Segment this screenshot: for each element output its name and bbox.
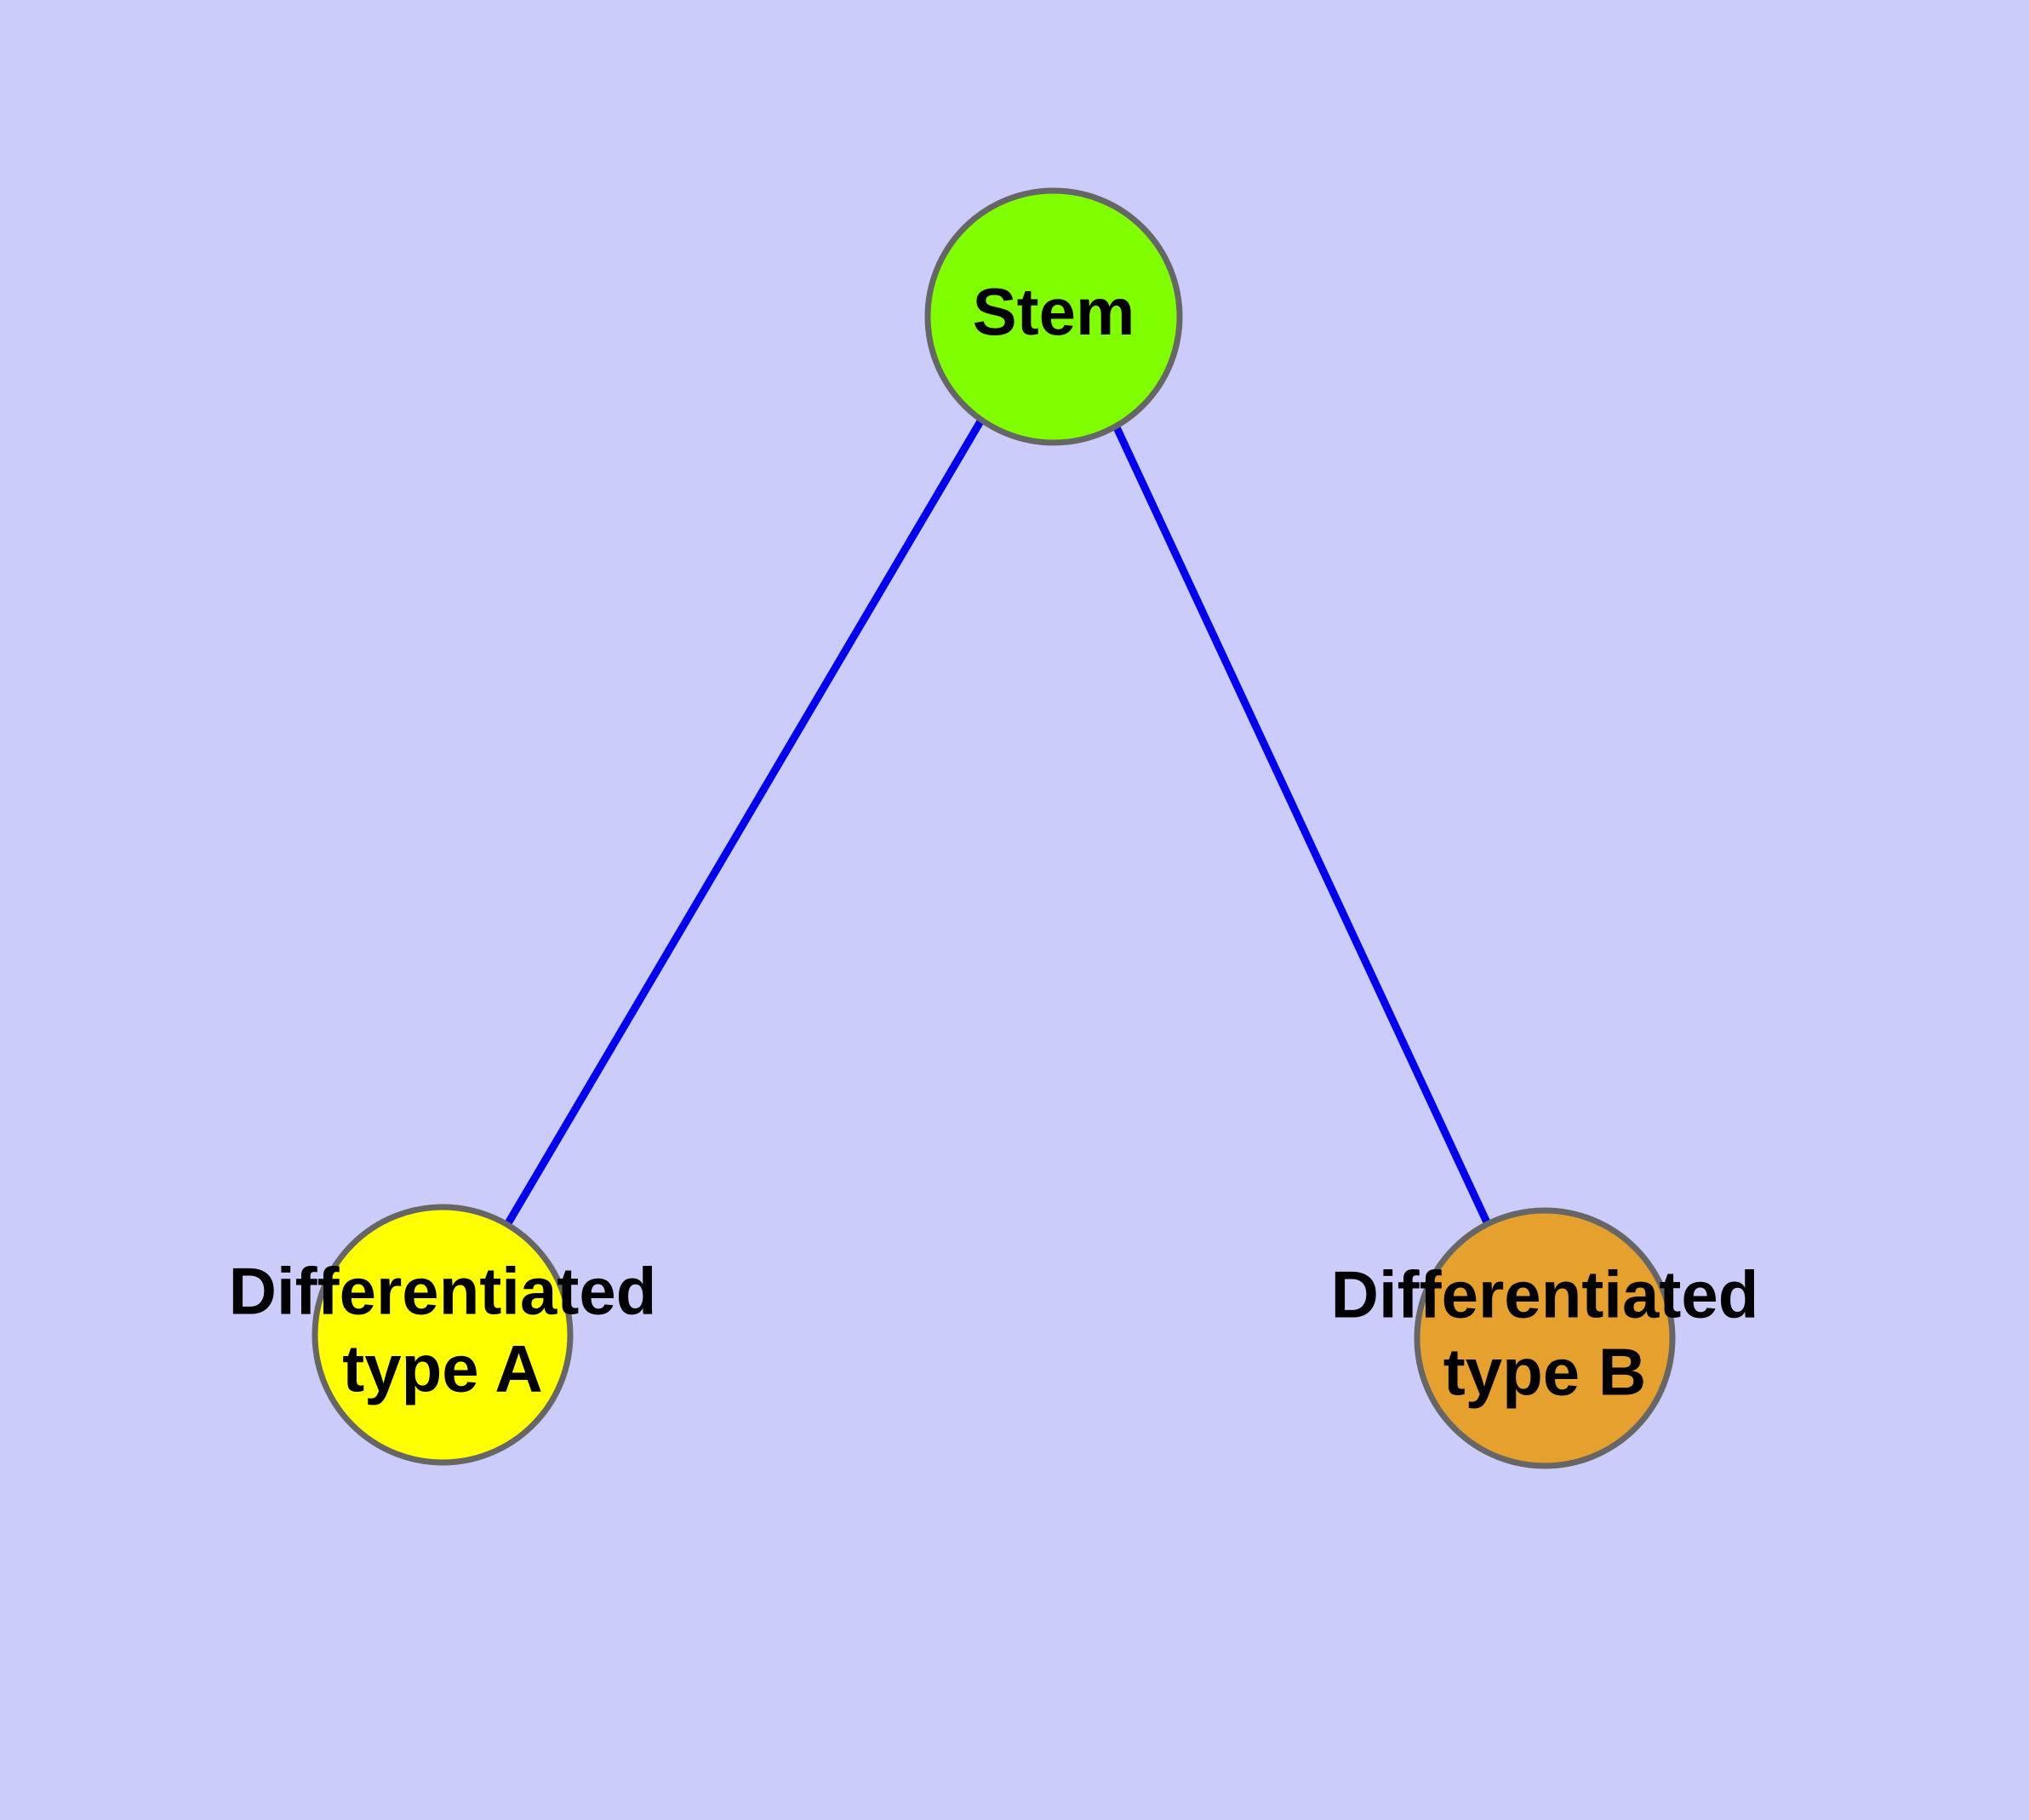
node-label-line: type B [1443, 1334, 1646, 1409]
node-label-stem: Stem [973, 274, 1135, 349]
edge-stem-diff-b[interactable] [1112, 424, 1492, 1226]
node-label-line: Stem [973, 274, 1135, 349]
node-label-line: Differentiated [1331, 1256, 1759, 1331]
node-diff_a[interactable] [311, 1204, 574, 1466]
node-stem[interactable] [924, 187, 1183, 446]
nodes-layer [311, 187, 1676, 1469]
node-label-line: Differentiated [229, 1253, 657, 1328]
edge-stem-diff-a[interactable] [505, 419, 984, 1226]
node-diff_b[interactable] [1414, 1207, 1676, 1469]
edges-layer [505, 419, 1492, 1226]
node-label-line: type A [342, 1331, 543, 1405]
